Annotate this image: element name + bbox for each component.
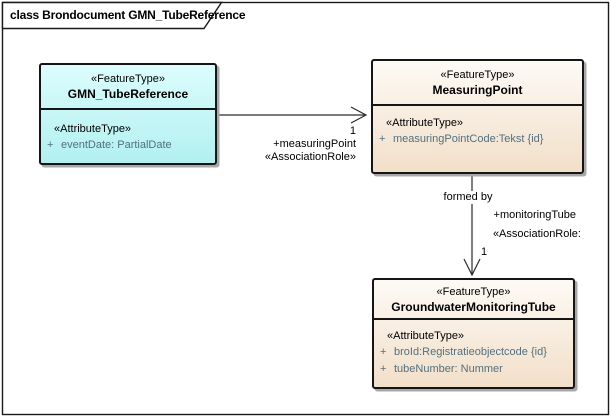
attribute-text: broId:Registratieobjectcode {id} <box>394 346 547 358</box>
attribute-row[interactable]: + broId:Registratieobjectcode {id} <box>374 344 573 361</box>
class-stereotype: «FeatureType» <box>440 69 515 81</box>
visibility-plus: + <box>380 346 387 358</box>
attribute-row[interactable]: + eventDate: PartialDate <box>41 137 215 154</box>
diagram-frame-tab <box>1 1 223 30</box>
attribute-compartment: «AttributeType» + measuringPointCode:Tek… <box>373 106 582 148</box>
class-header: «FeatureType» GMN_TubeReference <box>41 65 215 110</box>
attribute-row[interactable]: + measuringPointCode:Tekst {id} <box>373 131 582 148</box>
class-stereotype: «FeatureType» <box>436 286 511 298</box>
attribute-text: eventDate: PartialDate <box>61 139 172 151</box>
role-label: +measuringPoint <box>273 138 356 150</box>
attribute-stereotype: «AttributeType» <box>54 123 132 135</box>
role-label: +monitoringTube <box>493 209 576 221</box>
attribute-compartment: «AttributeType» + eventDate: PartialDate <box>41 110 215 154</box>
class-box-measuringpoint[interactable]: «FeatureType» MeasuringPoint «AttributeT… <box>371 59 584 174</box>
multiplicity-label: 1 <box>481 246 488 258</box>
class-box-gmn-tubereference[interactable]: «FeatureType» GMN_TubeReference «Attribu… <box>39 63 217 165</box>
attribute-text: tubeNumber: Nummer <box>394 363 503 375</box>
open-arrowhead-down-icon <box>463 258 481 277</box>
class-box-groundwatermonitoringtube[interactable]: «FeatureType» GroundwaterMonitoringTube … <box>372 278 575 389</box>
class-name: GMN_TubeReference <box>67 87 189 101</box>
class-stereotype: «FeatureType» <box>91 73 165 85</box>
class-header: «FeatureType» GroundwaterMonitoringTube <box>374 280 573 320</box>
association-stereotype-label: «AssociationRole» <box>264 151 356 163</box>
multiplicity-label: 1 <box>349 125 356 137</box>
attribute-stereotype: «AttributeType» <box>386 117 464 129</box>
attribute-compartment: «AttributeType» + broId:Registratieobjec… <box>374 320 573 378</box>
class-header: «FeatureType» MeasuringPoint <box>373 61 582 106</box>
open-arrowhead-right-icon <box>350 106 368 124</box>
class-name: GroundwaterMonitoringTube <box>391 300 556 314</box>
attribute-stereotype: «AttributeType» <box>387 330 465 342</box>
association-name-label: formed by <box>435 191 501 204</box>
attribute-row[interactable]: + tubeNumber: Nummer <box>374 361 573 378</box>
class-name: MeasuringPoint <box>432 83 523 97</box>
visibility-plus: + <box>380 363 387 375</box>
association-end-labels-measuring-point: 1 +measuringPoint «AssociationRole» <box>230 125 356 164</box>
diagram-title: class Brondocument GMN_TubeReference <box>10 8 246 22</box>
visibility-plus: + <box>47 139 54 151</box>
visibility-plus: + <box>379 133 386 145</box>
attribute-text: measuringPointCode:Tekst {id} <box>393 133 544 145</box>
association-stereotype-label: «AssociationRole: <box>492 228 581 240</box>
